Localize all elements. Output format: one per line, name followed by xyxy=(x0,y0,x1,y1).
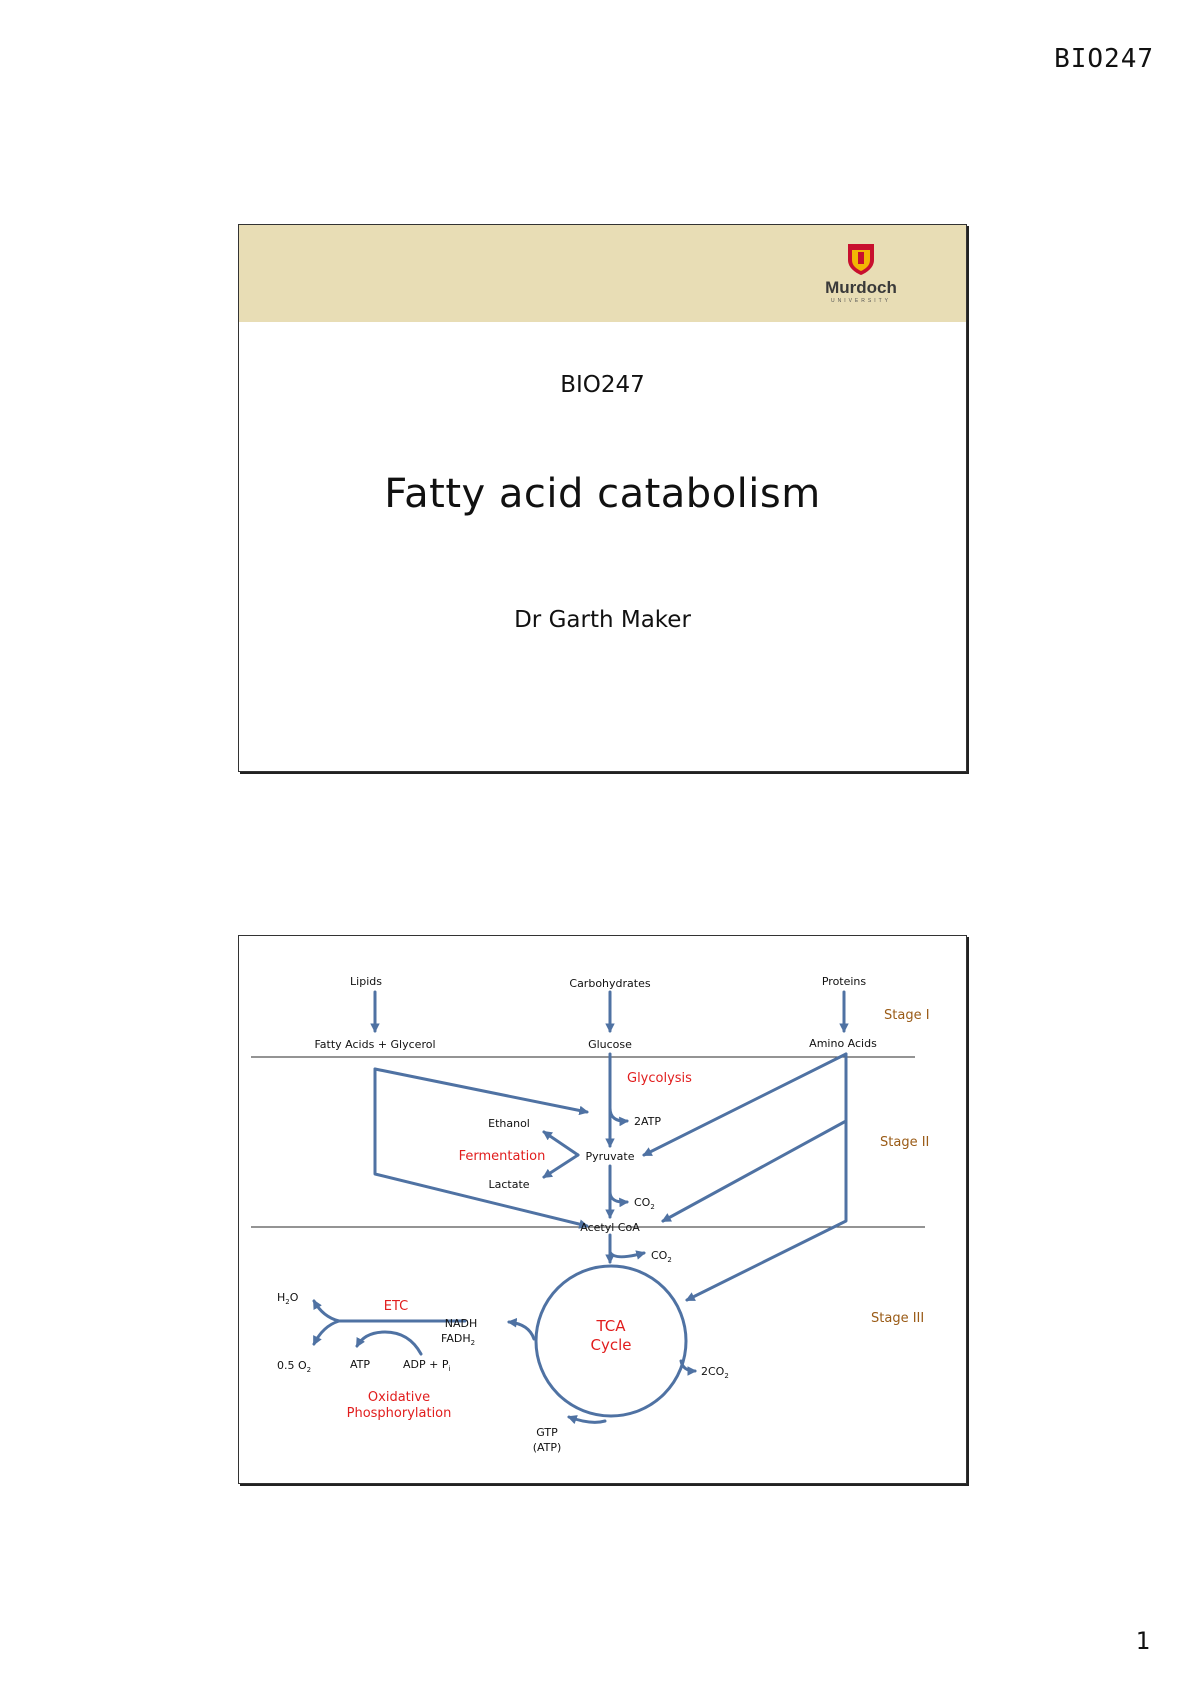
header-code: BIO247 xyxy=(1054,44,1154,74)
arrow-glycerol-to-glycolysis xyxy=(373,1067,589,1116)
catabolism-diagram: Lipids Carbohydrates Proteins Fatty Acid… xyxy=(251,975,930,1454)
gtp-label: GTP xyxy=(536,1426,558,1439)
murdoch-logo: Murdoch UNIVERSITY xyxy=(816,242,906,312)
arrow-tca-to-gtp xyxy=(567,1415,607,1425)
glucose-label: Glucose xyxy=(588,1038,632,1051)
slide-title: Fatty acid catabolism xyxy=(384,471,821,517)
slide-header-band xyxy=(239,225,966,322)
arrow-tca-to-2co2 xyxy=(679,1359,697,1376)
pyruvate-label: Pyruvate xyxy=(586,1150,635,1163)
arrow-tca-to-nadh xyxy=(507,1317,536,1341)
nadh-label: NADH xyxy=(445,1317,478,1330)
fermentation-label: Fermentation xyxy=(459,1149,546,1164)
tca-label-line2: Cycle xyxy=(591,1336,632,1354)
oxygen-label: 0.5 O2 xyxy=(277,1359,311,1374)
arrow-co2-entry xyxy=(608,1250,646,1260)
arrow-adp-to-atp xyxy=(355,1330,423,1356)
etc-label: ETC xyxy=(384,1299,408,1314)
proteins-label: Proteins xyxy=(822,975,867,988)
course-code: BIO247 xyxy=(560,372,645,398)
acetyl-coa-label: Acetyl CoA xyxy=(580,1221,640,1234)
arrow-atp-branch xyxy=(608,1106,629,1127)
atp-label: ATP xyxy=(350,1358,370,1371)
title-slide: Murdoch UNIVERSITY BIO247 Fatty acid cat… xyxy=(238,224,967,772)
metabolism-overview-slide: Lipids Carbohydrates Proteins Fatty Acid… xyxy=(238,935,967,1484)
carbohydrates-label: Carbohydrates xyxy=(569,977,650,990)
oxphos-label-line1: Oxidative xyxy=(368,1390,430,1405)
crest-icon xyxy=(848,244,874,275)
lactate-label: Lactate xyxy=(488,1178,529,1191)
stage-3-label: Stage III xyxy=(871,1311,924,1326)
fadh2-label: FADH2 xyxy=(441,1332,475,1347)
glycolysis-label: Glycolysis xyxy=(627,1071,692,1086)
water-label: H2O xyxy=(277,1291,299,1306)
atp-paren-label: (ATP) xyxy=(533,1441,562,1454)
arrow-pyruvate-to-lactate xyxy=(542,1153,580,1179)
tca-cycle-circle xyxy=(534,1264,688,1418)
arrow-co2-branch xyxy=(608,1190,629,1208)
logo-wordmark: Murdoch xyxy=(825,278,897,297)
lipids-label: Lipids xyxy=(350,975,382,988)
arrow-pyruvate-to-ethanol xyxy=(542,1130,580,1157)
slide-author: Dr Garth Maker xyxy=(514,607,691,633)
tca-label-line1: TCA xyxy=(595,1317,626,1335)
stage-1-label: Stage I xyxy=(884,1008,930,1023)
page-number: 1 xyxy=(1135,1627,1150,1655)
co2-pdh-label: CO2 xyxy=(634,1196,655,1211)
arrow-fatty-acids-to-acetyl-coa xyxy=(373,1067,589,1229)
arrow-etc-to-oxygen xyxy=(312,1319,341,1346)
oxphos-label-line2: Phosphorylation xyxy=(347,1406,452,1421)
fatty-acids-label: Fatty Acids + Glycerol xyxy=(314,1038,435,1051)
arrow-amino-acids-to-tca xyxy=(685,1119,848,1302)
co2-entry-label: CO2 xyxy=(651,1249,672,1264)
atp-yield-label: 2ATP xyxy=(634,1115,661,1128)
arrow-amino-acids-to-pyruvate xyxy=(642,1052,848,1157)
logo-subtext: UNIVERSITY xyxy=(830,298,891,304)
ethanol-label: Ethanol xyxy=(488,1117,530,1130)
2co2-label: 2CO2 xyxy=(701,1365,729,1380)
stage-2-label: Stage II xyxy=(880,1135,929,1150)
adp-pi-label: ADP + Pi xyxy=(403,1358,450,1373)
amino-acids-label: Amino Acids xyxy=(809,1037,877,1050)
